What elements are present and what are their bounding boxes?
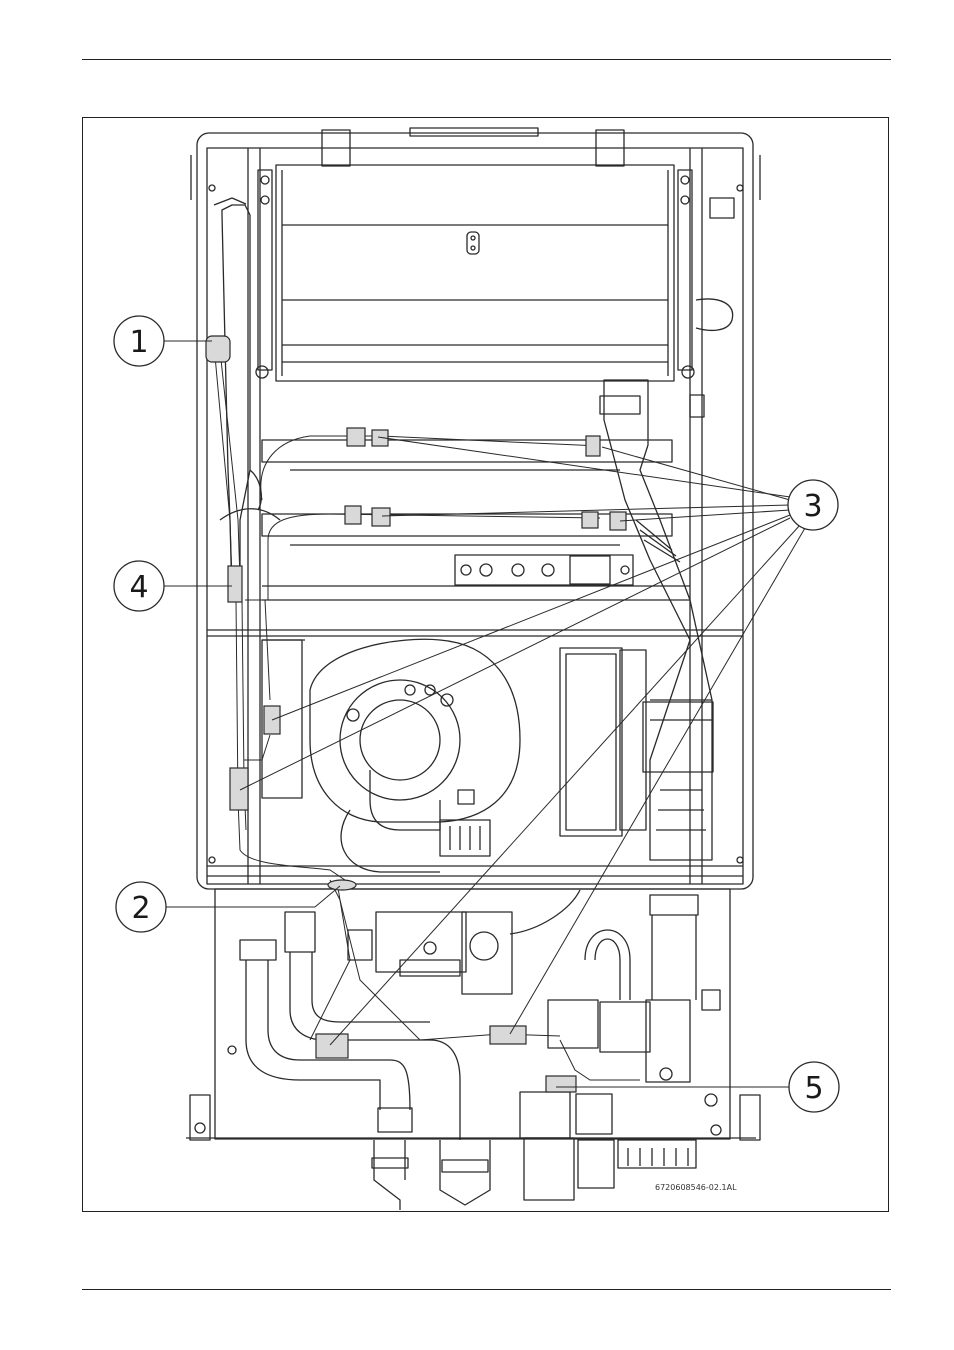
clip-sensor-mid-left (345, 506, 361, 524)
clip-sensor-bottom-left (316, 1034, 348, 1058)
left-pipe (214, 198, 280, 600)
sensor-clips (206, 336, 626, 1092)
callout-5-label: 5 (804, 1071, 823, 1106)
callout-2-label: 2 (131, 891, 150, 926)
fan-assembly (262, 639, 646, 872)
callout-1-label: 1 (129, 325, 148, 360)
bottom-fittings (186, 1095, 760, 1210)
clip-sensor-mid-left-2 (372, 508, 390, 526)
clip-sensor-top-right (586, 436, 600, 456)
ignition-electrode (228, 566, 242, 602)
callout-3-label: 3 (803, 489, 822, 524)
lower-hydraulics (215, 889, 730, 1140)
flame-sensor (206, 336, 230, 362)
cable-grommet (328, 880, 356, 890)
heat-exchanger (256, 165, 694, 381)
clip-sensor-bottom-right (546, 1076, 576, 1092)
clip-sensor-mid-right (582, 512, 598, 528)
clip-sensor-casing-left (230, 768, 248, 810)
drawing-code: 6720608546-02.1AL (655, 1183, 737, 1192)
callout-4-label: 4 (129, 570, 148, 605)
clip-sensor-bottom-mid (490, 1026, 526, 1044)
clip-sensor-top-left (347, 428, 365, 446)
